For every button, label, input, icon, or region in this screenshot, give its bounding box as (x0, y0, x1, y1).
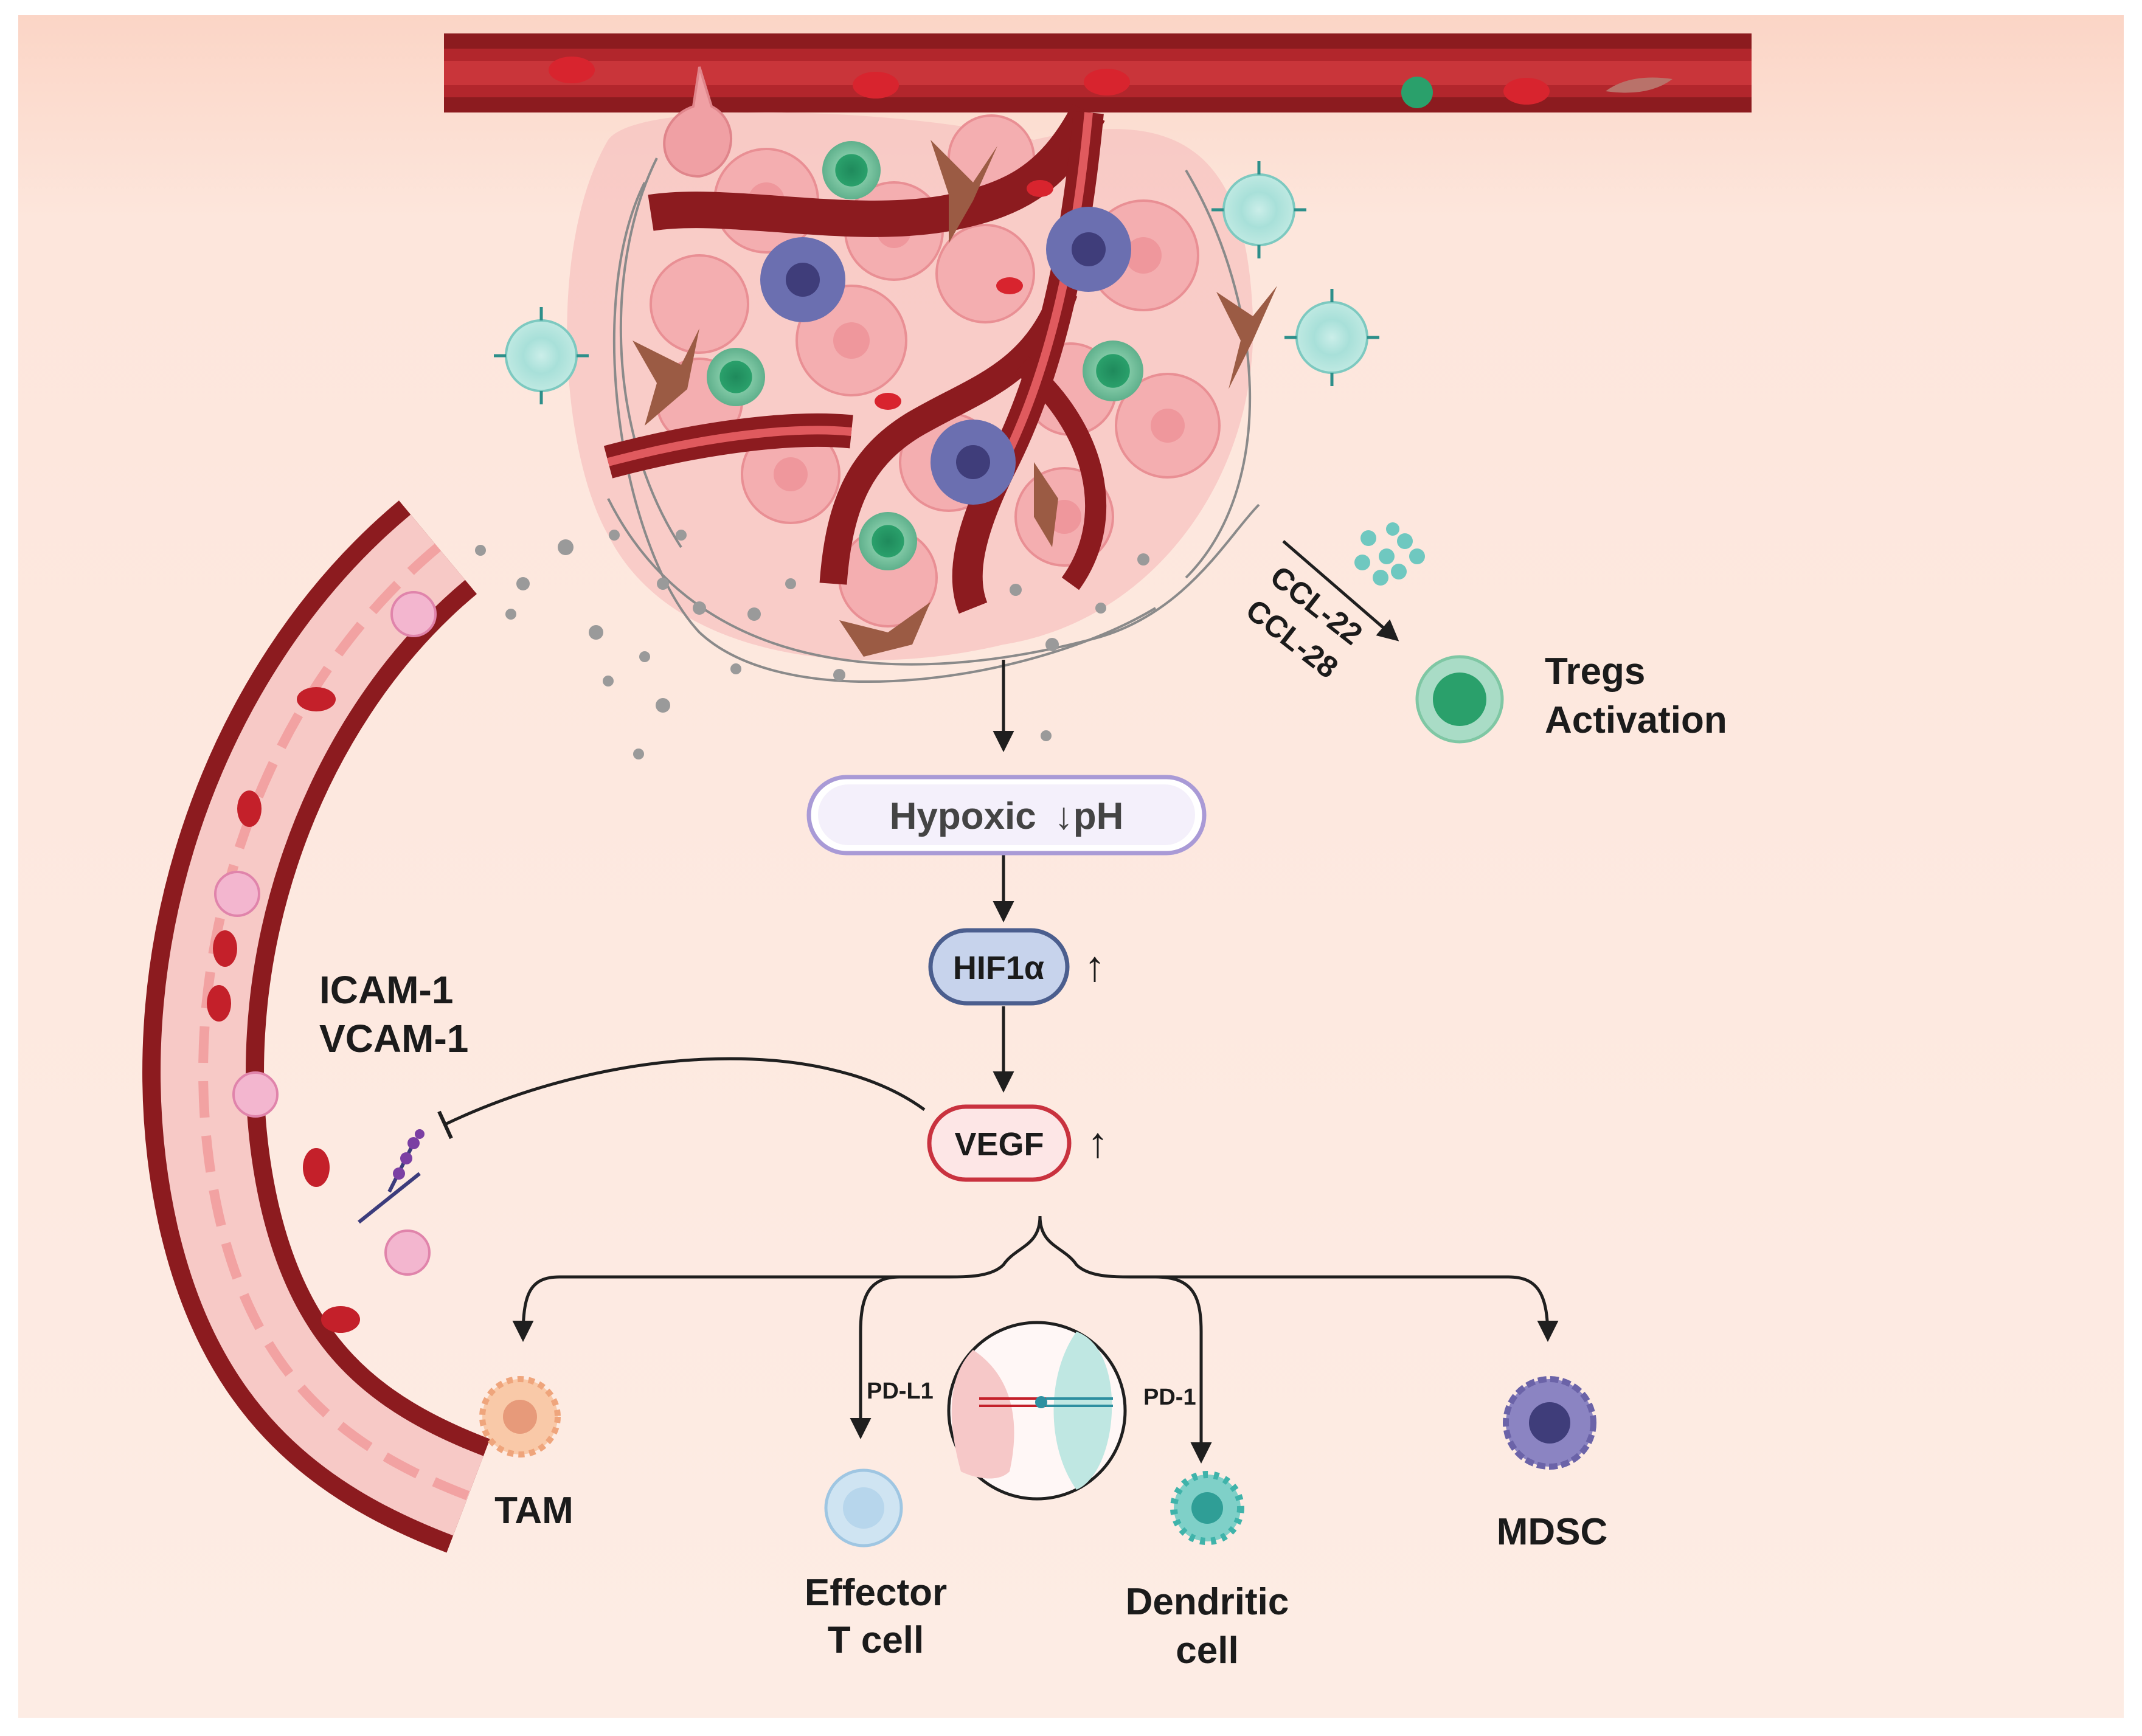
brace-right (1038, 1216, 1132, 1279)
vcam-label: VCAM-1 (319, 1017, 468, 1060)
dendritic-label: Dendritic (1126, 1581, 1289, 1623)
vegf-up-arrow: ↑ (1087, 1119, 1109, 1166)
mdsc-cell-icon (1503, 1376, 1596, 1470)
mdsc-label: MDSC (1497, 1511, 1608, 1553)
svg-text:Hypoxic↓pH: Hypoxic ↓pH (890, 795, 1124, 837)
pdl1-label: PD-L1 (867, 1378, 934, 1404)
t-cell-label: T cell (828, 1619, 924, 1661)
brace-left (948, 1216, 1042, 1279)
icam-label: ICAM-1 (319, 968, 453, 1012)
dendritic-cell-icon (1170, 1471, 1244, 1545)
hif-up-arrow: ↑ (1084, 942, 1106, 990)
tregs-label: Tregs (1545, 651, 1645, 693)
treg-cell (1415, 655, 1504, 744)
side-blood-vessel (142, 500, 491, 1553)
pd1-label: PD-1 (1143, 1385, 1196, 1410)
tam-label: TAM (494, 1490, 574, 1532)
arrow-to-tregs (1282, 540, 1399, 641)
arrow-to-tam (512, 1275, 949, 1342)
vegf-pill: VEGF ↑ (927, 1104, 1109, 1182)
vegf-label: VEGF (954, 1126, 1044, 1163)
adhesion-molecule-icon (358, 1129, 425, 1224)
effector-t-cell-icon (824, 1468, 903, 1548)
dendritic-cell-label: cell (1176, 1630, 1238, 1672)
tumor-immune-cells (633, 140, 1277, 657)
arrow-to-mdsc (1131, 1275, 1559, 1342)
secreted-particles (475, 530, 1149, 759)
inhibition-line (443, 1057, 926, 1127)
top-blood-vessel (444, 33, 1752, 112)
chemokine-particles (1354, 522, 1425, 586)
arrow-to-effector (850, 1275, 949, 1439)
pd1-pdl1-interaction (947, 1321, 1127, 1501)
hypoxic-label: Hypoxic (890, 795, 1036, 837)
effector-label: Effector (805, 1572, 947, 1614)
hif-label: HIF1α (953, 950, 1044, 986)
inhibition-bar (437, 1110, 453, 1139)
ph-label: ↓pH (1055, 795, 1124, 837)
tregs-activation-label: Activation (1545, 699, 1727, 741)
hif-pill: HIF1α ↑ (928, 928, 1106, 1006)
tam-cell-icon (479, 1376, 561, 1458)
hypoxic-pill: Hypoxic ↓pH (806, 775, 1207, 856)
teal-immune-cells (494, 161, 1379, 404)
